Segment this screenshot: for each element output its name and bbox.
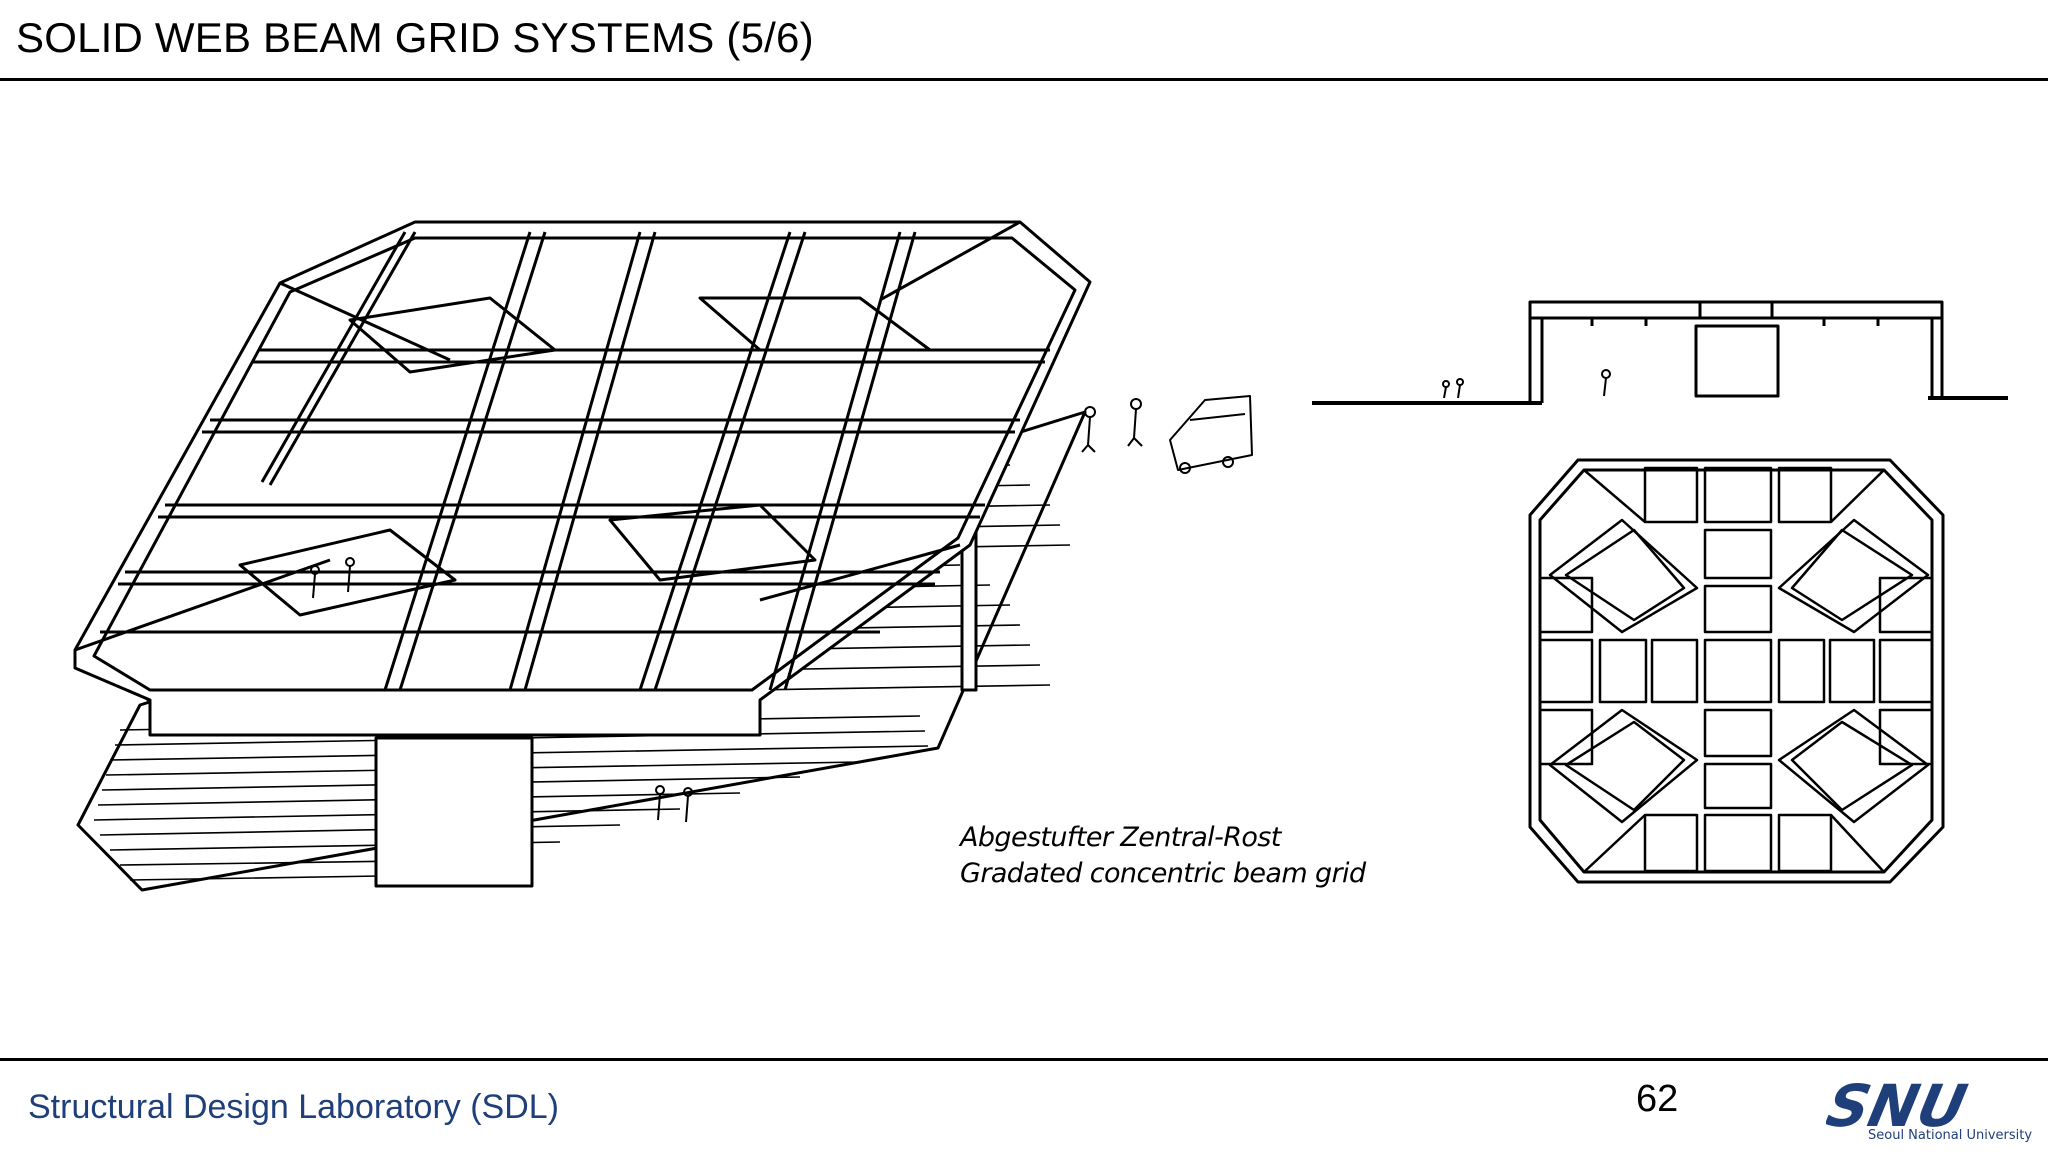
university-name: Seoul National University (1868, 1128, 2033, 1143)
footer-rule (0, 1058, 2048, 1061)
snu-logo-lettering: SNU (1826, 1073, 1972, 1140)
plan-view (1528, 458, 1945, 884)
people-figures (310, 398, 1143, 823)
page-number: 62 (1636, 1078, 1679, 1120)
axonometric-roof-grid (73, 220, 1092, 737)
figure-caption-german: Abgestufter Zentral-Rost (960, 822, 1281, 853)
slide-title: SOLID WEB BEAM GRID SYSTEMS (5/6) (16, 14, 814, 61)
car-sketch (1169, 395, 1253, 474)
header-rule (0, 78, 2048, 81)
footer-lab-name: Structural Design Laboratory (SDL) (28, 1088, 560, 1126)
figure-caption-english: Gradated concentric beam grid (960, 858, 1366, 889)
elevation-view (1312, 300, 2008, 405)
snu-logo: SNU (1826, 1073, 1972, 1140)
